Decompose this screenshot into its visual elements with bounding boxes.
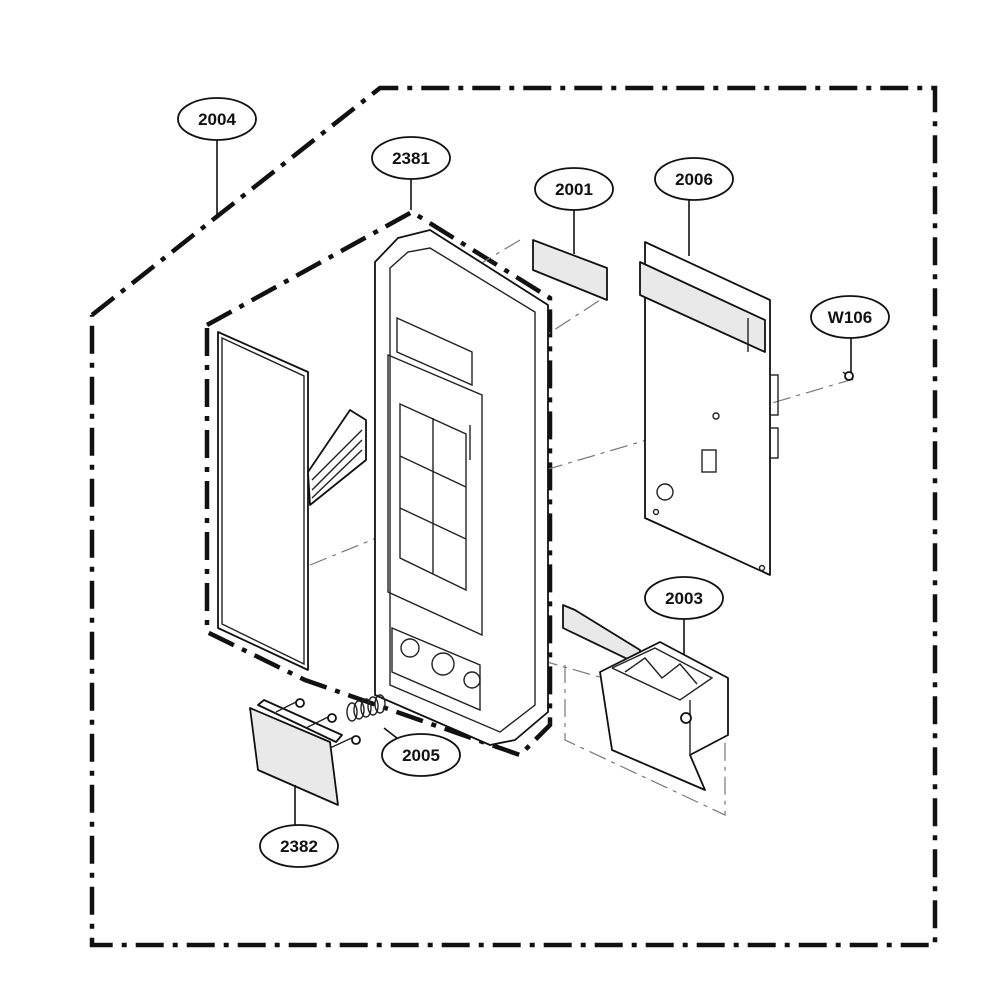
- callout-2003-label: 2003: [665, 589, 703, 608]
- control-panel-frame-part: [374, 229, 549, 746]
- callout-w106: W106: [810, 295, 890, 339]
- door-lever-part: [562, 604, 729, 791]
- pcb-assembly-part: [639, 241, 779, 576]
- callout-2381-label: 2381: [392, 149, 430, 168]
- callout-2381: 2381: [371, 136, 451, 180]
- callout-2004-label: 2004: [198, 110, 236, 129]
- assembly-boundary: [89, 85, 938, 948]
- callout-2005-label: 2005: [402, 746, 440, 765]
- callout-2006: 2006: [654, 157, 734, 201]
- spring-part: [346, 694, 386, 722]
- callout-2005: 2005: [381, 733, 461, 777]
- callout-2004: 2004: [177, 97, 257, 141]
- push-button-part: [249, 698, 361, 806]
- callout-w106-label: W106: [828, 308, 872, 327]
- control-panel-boundary: [204, 209, 553, 758]
- display-window-part: [532, 239, 608, 301]
- callout-2001: 2001: [534, 167, 614, 211]
- callout-2001-label: 2001: [555, 180, 593, 199]
- membrane-sheet-part: [217, 331, 367, 671]
- callout-2003: 2003: [644, 576, 724, 620]
- screw-part: [842, 371, 854, 381]
- callout-2382-label: 2382: [280, 837, 318, 856]
- callout-2006-label: 2006: [675, 170, 713, 189]
- callout-2382: 2382: [259, 824, 339, 868]
